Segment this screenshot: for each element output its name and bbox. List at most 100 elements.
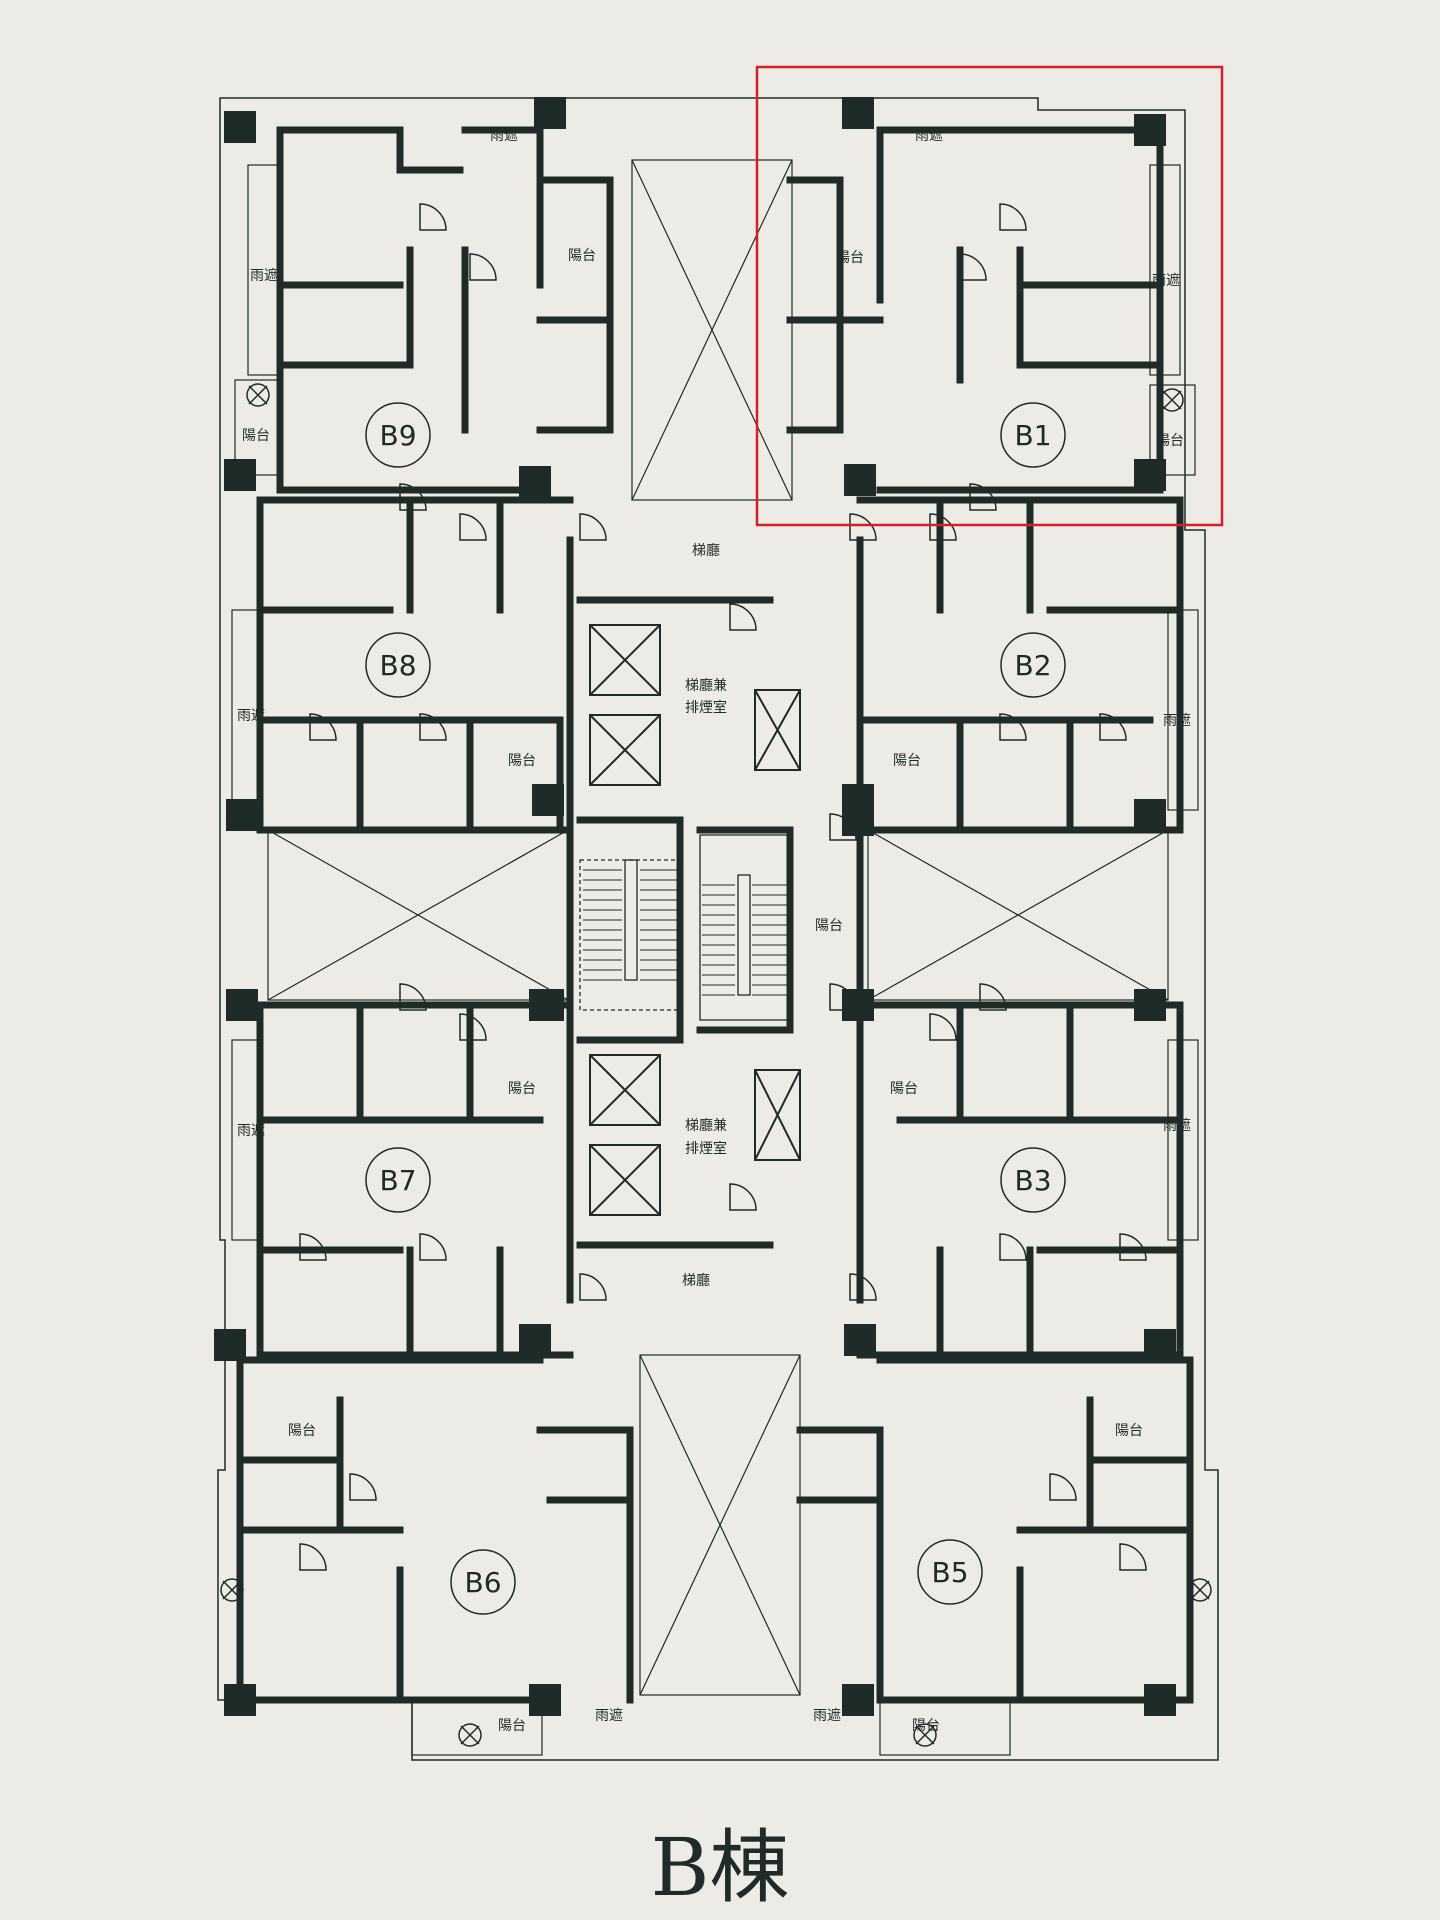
door-swing bbox=[309, 713, 337, 741]
column bbox=[1134, 114, 1166, 146]
door-swing bbox=[929, 1013, 957, 1041]
door-swing bbox=[999, 713, 1027, 741]
balcony-label: 陽台 bbox=[893, 753, 921, 769]
unit-b1: B1 bbox=[1000, 402, 1066, 468]
balcony-label: 陽台 bbox=[508, 753, 536, 769]
column bbox=[532, 784, 564, 816]
unit-label: B6 bbox=[464, 1566, 501, 1599]
ac-fan-icon bbox=[1188, 1578, 1212, 1602]
smoke-lobby-label: 排煙室 bbox=[685, 1140, 727, 1157]
smoke-lobby-label: 排煙室 bbox=[685, 699, 727, 716]
door-swing bbox=[469, 253, 497, 281]
elevators bbox=[589, 624, 801, 1216]
column bbox=[214, 1329, 246, 1361]
ac-fan-icon bbox=[913, 1723, 937, 1747]
unit-label: B3 bbox=[1014, 1164, 1051, 1197]
ac-fan-icon bbox=[246, 383, 270, 407]
column bbox=[1134, 989, 1166, 1021]
door-swing bbox=[929, 513, 957, 541]
unit-markers: B9 B1 B8 B2 B7 B3 B6 B5 bbox=[365, 402, 1066, 1615]
column bbox=[1144, 1329, 1176, 1361]
ac-fan-icon bbox=[220, 1578, 244, 1602]
door-swing bbox=[419, 713, 447, 741]
lobby-label: 梯廳 bbox=[692, 542, 720, 559]
door-swing bbox=[579, 1273, 607, 1301]
door-swing bbox=[829, 813, 857, 841]
door-swing bbox=[969, 483, 997, 511]
column bbox=[529, 989, 561, 1021]
canopy-label: 雨遮 bbox=[813, 1708, 841, 1724]
canopy-label: 雨遮 bbox=[595, 1708, 623, 1724]
room-labels: 雨遮 雨遮 陽台 陽台 雨遮 雨遮 陽台 陽台 梯廳 梯廳 梯廳兼 排煙室 梯廳… bbox=[237, 128, 1191, 1734]
door-swing bbox=[729, 1183, 757, 1211]
unit-b8: B8 bbox=[365, 632, 431, 698]
column bbox=[1134, 799, 1166, 831]
smoke-lobby-label: 梯廳兼 bbox=[685, 1117, 727, 1134]
door-swing bbox=[299, 1233, 327, 1261]
door-swing bbox=[299, 1543, 327, 1571]
unit-label: B7 bbox=[379, 1164, 416, 1197]
column bbox=[842, 97, 874, 129]
highlight-box-b1 bbox=[755, 65, 1224, 527]
balcony-label: 陽台 bbox=[1115, 1423, 1143, 1439]
column bbox=[224, 1684, 256, 1716]
column bbox=[1144, 1684, 1176, 1716]
building-title: B棟 bbox=[651, 1821, 790, 1914]
ac-fan-icon bbox=[458, 1723, 482, 1747]
light-well-bottom bbox=[639, 1354, 801, 1696]
stair-treads bbox=[583, 869, 788, 996]
ac-fan-icon bbox=[1160, 388, 1184, 412]
unit-b5: B5 bbox=[917, 1539, 983, 1605]
door-swing bbox=[849, 513, 877, 541]
door-swing bbox=[829, 983, 857, 1011]
stairs bbox=[579, 834, 791, 1021]
canopy-label: 雨遮 bbox=[915, 128, 943, 144]
door-swing bbox=[999, 203, 1027, 231]
door-swing bbox=[459, 513, 487, 541]
column bbox=[842, 1684, 874, 1716]
door-swing bbox=[959, 253, 987, 281]
door-swing bbox=[419, 203, 447, 231]
canopy-label: 雨遮 bbox=[490, 128, 518, 144]
balcony-label: 陽台 bbox=[508, 1081, 536, 1097]
smoke-lobby-label: 梯廳兼 bbox=[685, 677, 727, 694]
door-swing bbox=[1119, 1543, 1147, 1571]
door-swing bbox=[729, 603, 757, 631]
unit-label: B1 bbox=[1014, 419, 1051, 452]
unit-label: B5 bbox=[931, 1556, 968, 1589]
structural-columns bbox=[214, 97, 1176, 1716]
door-swing bbox=[419, 1233, 447, 1261]
door-swing bbox=[399, 483, 427, 511]
unit-b6: B6 bbox=[450, 1549, 516, 1615]
balcony-label: 陽台 bbox=[288, 1423, 316, 1439]
column bbox=[844, 464, 876, 496]
unit-b9: B9 bbox=[365, 402, 431, 468]
door-swing bbox=[1099, 713, 1127, 741]
unit-label: B9 bbox=[379, 419, 416, 452]
light-well-top bbox=[631, 159, 793, 501]
door-swing bbox=[399, 983, 427, 1011]
canopy-outlines bbox=[231, 164, 1199, 1756]
canopy-label: 雨遮 bbox=[1163, 1118, 1191, 1134]
column bbox=[519, 466, 551, 498]
door-swing bbox=[849, 1273, 877, 1301]
canopy-label: 雨遮 bbox=[1163, 713, 1191, 729]
door-swing bbox=[1049, 1473, 1077, 1501]
door-swing bbox=[1119, 1233, 1147, 1261]
door-swing bbox=[579, 513, 607, 541]
canopy-label: 雨遮 bbox=[237, 1123, 265, 1139]
column bbox=[844, 1324, 876, 1356]
column bbox=[519, 1324, 551, 1356]
door-swing bbox=[999, 1233, 1027, 1261]
unit-label: B2 bbox=[1014, 649, 1051, 682]
building-outline bbox=[217, 97, 1219, 1761]
unit-b7: B7 bbox=[365, 1147, 431, 1213]
column bbox=[226, 799, 258, 831]
column bbox=[534, 97, 566, 129]
unit-label: B8 bbox=[379, 649, 416, 682]
walls bbox=[236, 126, 1194, 1704]
balcony-label: 陽台 bbox=[568, 248, 596, 264]
column bbox=[226, 989, 258, 1021]
